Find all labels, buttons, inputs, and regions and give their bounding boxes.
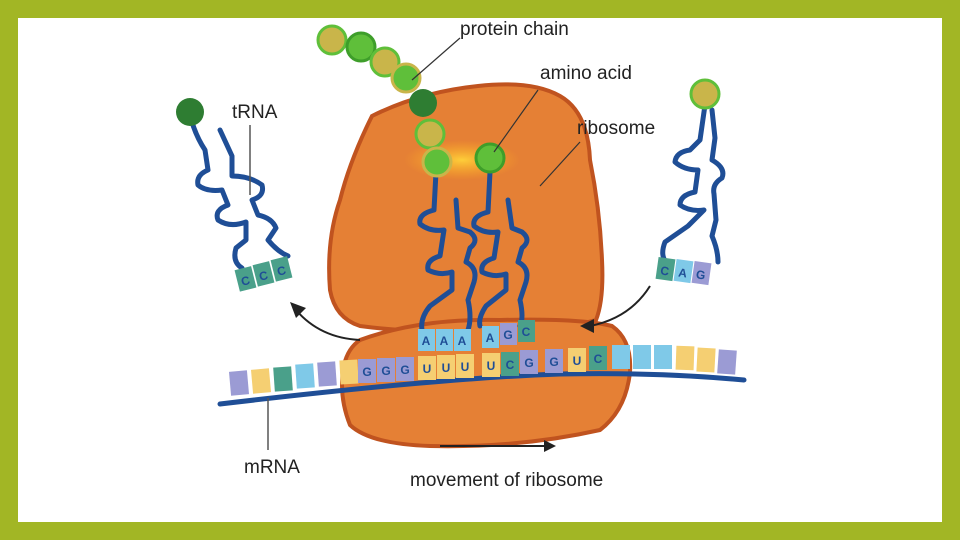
exit-arrowhead [290, 302, 306, 318]
label-ribosome: ribosome [577, 118, 655, 139]
trna-left [187, 112, 291, 271]
mrna-base: G [381, 364, 390, 378]
entry-arrowhead [580, 319, 594, 333]
mrna-backbone [217, 371, 747, 407]
mrna-base: C [506, 358, 515, 372]
trna-right-amino-acid [689, 78, 721, 110]
mrna-base: G [400, 363, 409, 377]
trna-a-site-anticodon: A G C [482, 320, 535, 348]
anticodon-base: C [258, 268, 270, 284]
mrna-base: G [524, 356, 533, 370]
anticodon-base: G [695, 267, 706, 282]
anticodon-base: A [486, 331, 495, 345]
anticodon-base: C [276, 263, 288, 279]
ribosome-leader [539, 141, 581, 187]
label-mrna: mRNA [244, 457, 300, 478]
mrna-base: U [573, 354, 582, 368]
trna-right-anticodon: C A G [655, 256, 712, 286]
anticodon-base: C [522, 325, 531, 339]
trna-p-site-anticodon: A A A [418, 329, 471, 351]
protein-chain-leader [411, 37, 461, 81]
ribosome-large-subunit [327, 82, 605, 335]
amino-acid-a-site [474, 142, 506, 174]
movement-arrowhead [544, 440, 556, 452]
exit-arrow [295, 309, 361, 341]
amino-acid-leader [493, 89, 539, 153]
anticodon-base: C [659, 263, 670, 278]
label-protein-chain: protein chain [460, 19, 569, 40]
anticodon-base: A [440, 334, 449, 348]
mrna-nucleotides-right [612, 345, 737, 375]
trna-p-site [417, 169, 478, 333]
mrna-base: U [487, 359, 496, 373]
anticodon-base: A [677, 265, 688, 280]
mrna-base: G [549, 355, 558, 369]
trna-left-anticodon: C C C [234, 256, 293, 292]
label-trna: tRNA [232, 102, 278, 123]
anticodon-base: C [240, 273, 252, 289]
anticodon-base: A [422, 334, 431, 348]
mrna-nucleotides-left [228, 359, 359, 396]
entry-arrow [589, 285, 651, 327]
trna-right [660, 102, 726, 265]
protein-chain [316, 24, 453, 178]
mrna-base: U [442, 361, 451, 375]
anticodon-base: A [458, 334, 467, 348]
label-movement: movement of ribosome [410, 470, 603, 491]
mrna-codons: G G G U U U U C G G U C [358, 346, 607, 383]
mrna-base: U [461, 360, 470, 374]
mrna-base: U [423, 362, 432, 376]
label-amino-acid: amino acid [540, 63, 632, 84]
trna-left-amino-acid [176, 98, 204, 126]
anticodon-base: G [503, 328, 512, 342]
mrna-base: G [362, 365, 371, 379]
mrna-base: C [594, 352, 603, 366]
trna-a-site [471, 169, 530, 329]
